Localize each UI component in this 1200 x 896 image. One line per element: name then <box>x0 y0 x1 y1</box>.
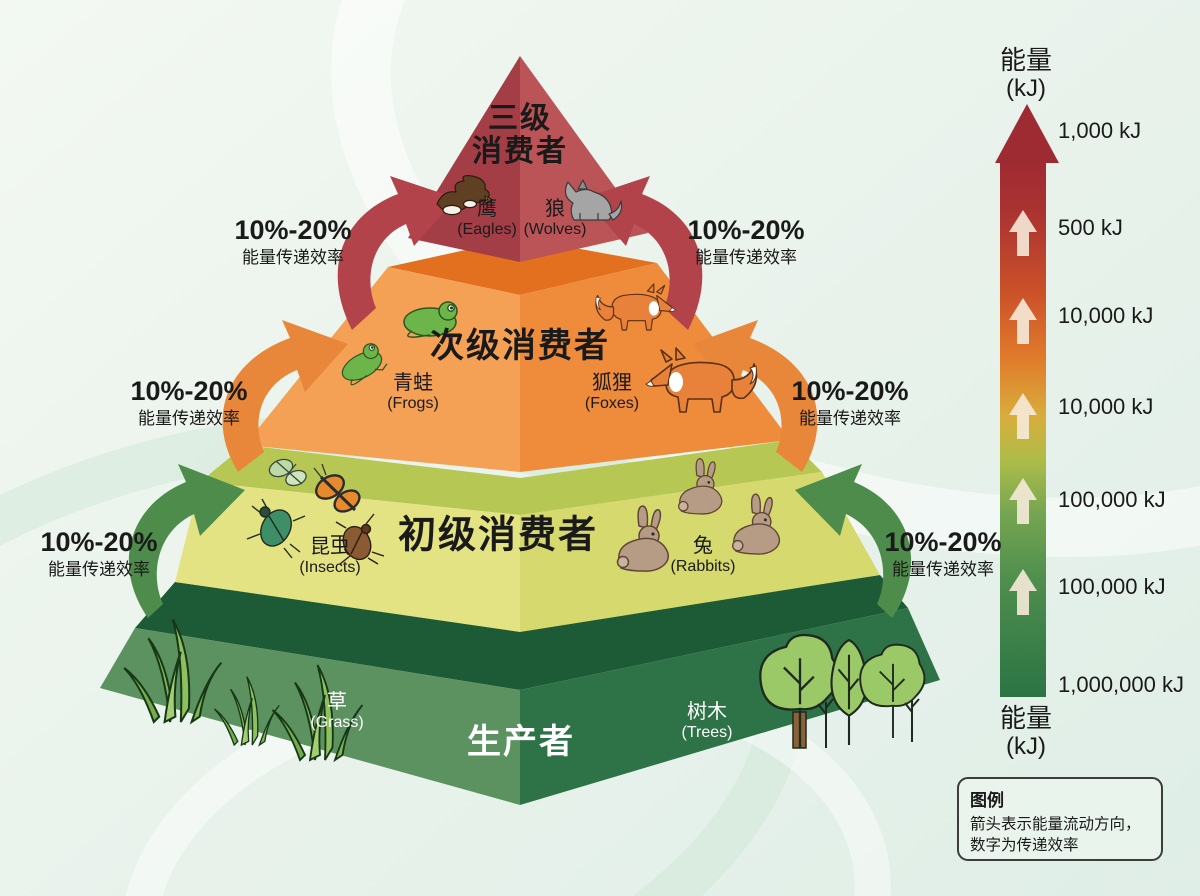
species-label-wolves: 狼 (Wolves) <box>523 197 587 238</box>
eagle-icon <box>436 174 494 216</box>
efficiency-label-left-top: 10%-20% 能量传递效率 <box>234 214 352 267</box>
efficiency-label-left-bottom: 10%-20% 能量传递效率 <box>40 526 158 579</box>
level-tertiary-label-line2: 消费者 <box>472 135 568 169</box>
arrow-right-bottom <box>795 464 912 618</box>
level-secondary-label: 次级消费者 <box>430 326 610 365</box>
arrow-left-top <box>337 176 456 330</box>
species-label-trees: 树木 (Trees) <box>681 700 733 741</box>
legend-title: 图例 <box>970 791 1004 810</box>
efficiency-label-right-bottom: 10%-20% 能量传递效率 <box>884 526 1002 579</box>
species-label-grass: 草 (Grass) <box>310 690 364 731</box>
energy-tick: 100,000 kJ <box>1058 574 1166 599</box>
beetle-icon <box>331 513 385 565</box>
legend-line: 箭头表示能量流动方向， <box>970 816 1141 833</box>
beetle-icon <box>246 498 306 559</box>
species-label-rabbits: 兔 (Rabbits) <box>670 534 736 575</box>
energy-tick: 10,000 kJ <box>1058 303 1154 328</box>
butterfly-icon <box>268 458 307 487</box>
efficiency-label-left-middle: 10%-20% 能量传递效率 <box>130 375 248 428</box>
energy-tick: 100,000 kJ <box>1058 487 1166 512</box>
energy-tick: 1,000 kJ <box>1058 118 1142 143</box>
efficiency-label-right-top: 10%-20% 能量传递效率 <box>687 214 805 267</box>
level-tertiary-label-line1: 三级 <box>488 102 552 136</box>
energy-tick: 1,000,000 kJ <box>1058 672 1184 697</box>
energy-scale-title-top: 能量 (kJ) <box>999 44 1053 102</box>
legend-box: 图例 箭头表示能量流动方向， 数字为传递效率 <box>957 777 1163 861</box>
energy-tick: 500 kJ <box>1058 215 1123 240</box>
arrow-right-middle <box>692 320 818 472</box>
species-label-frogs: 青蛙 (Frogs) <box>387 371 439 412</box>
species-label-eagles: 鹰 (Eagles) <box>457 197 517 238</box>
monarch-butterfly-icon <box>313 463 361 513</box>
level-primary-label: 初级消费者 <box>397 514 599 557</box>
energy-scale-bar <box>995 104 1059 697</box>
arrow-left-middle <box>222 320 348 472</box>
level-producers-label: 生产者 <box>467 722 575 761</box>
energy-scale-arrowhead <box>995 104 1059 163</box>
energy-scale-title-bottom: 能量 (kJ) <box>999 702 1053 760</box>
arrow-left-bottom <box>128 464 245 618</box>
species-label-foxes: 狐狸 (Foxes) <box>584 371 640 412</box>
species-label-insects: 昆虫 (Insects) <box>299 535 361 576</box>
legend-line: 数字为传递效率 <box>970 837 1079 854</box>
energy-tick: 10,000 kJ <box>1058 394 1154 419</box>
wolf-icon <box>564 179 623 221</box>
efficiency-label-right-middle: 10%-20% 能量传递效率 <box>791 375 909 428</box>
trees-icon <box>759 633 926 750</box>
